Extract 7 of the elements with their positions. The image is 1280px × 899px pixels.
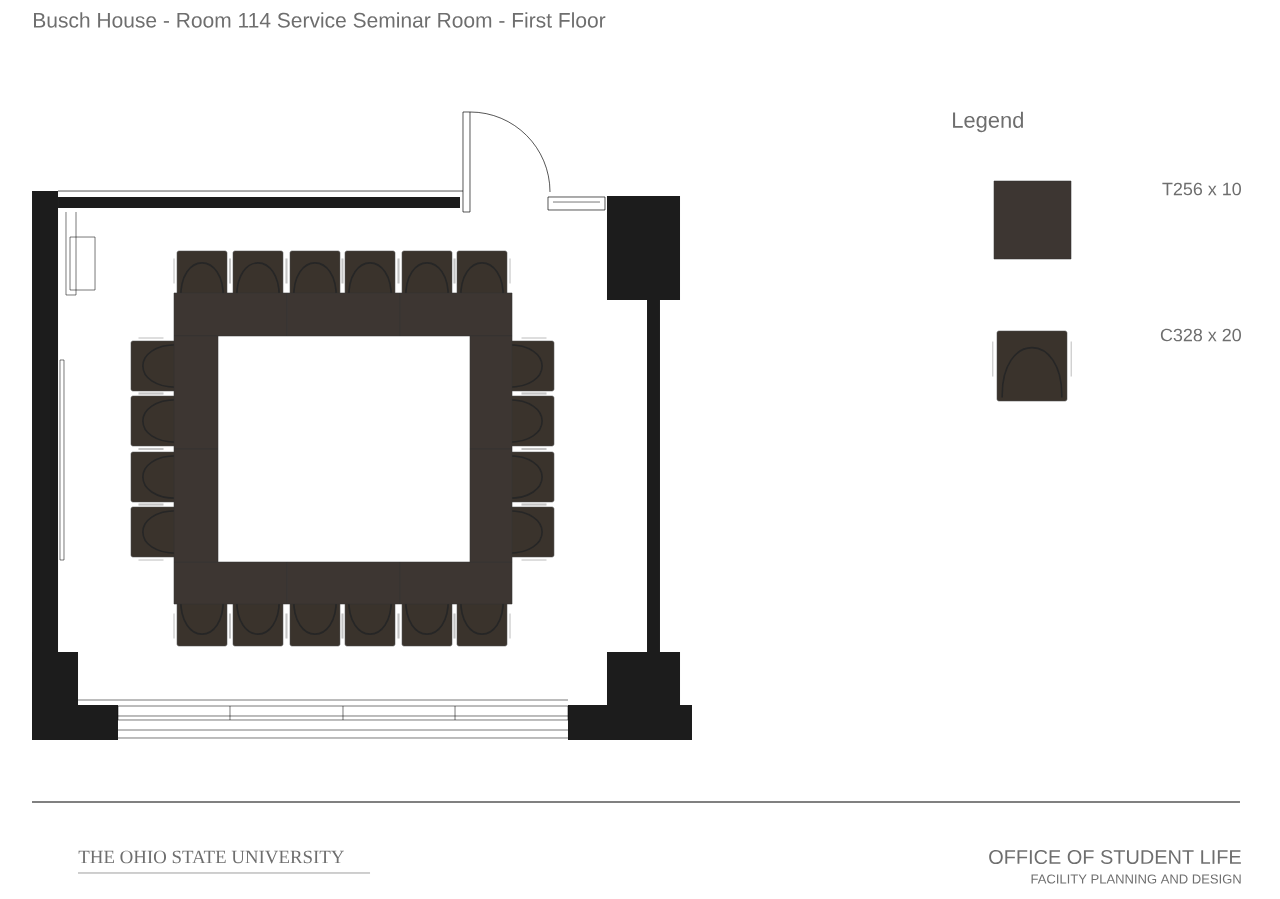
title: Busch House - Room 114 Service Seminar Room - First Floor: [34, 12, 606, 28]
university-name: THE OHIO STATE UNIVERSITY: [78, 850, 344, 864]
legend-heading: Legend: [953, 111, 1023, 133]
legend-label: T256 x 10: [1162, 182, 1241, 196]
department-name: FACILITY PLANNING AND DESIGN: [1031, 874, 1241, 884]
office-name: OFFICE OF STUDENT LIFE: [989, 849, 1241, 865]
legend-label: C328 x 20: [1160, 328, 1241, 342]
